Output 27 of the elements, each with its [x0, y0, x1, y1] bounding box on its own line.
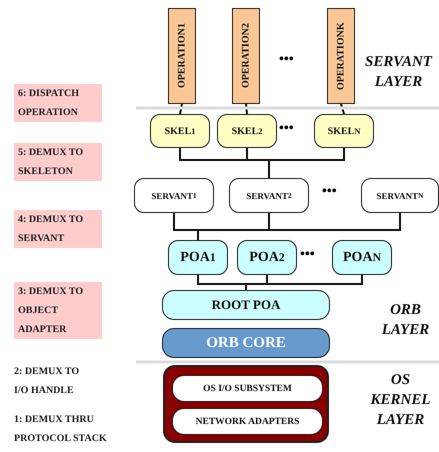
- step-label: 5: DEMUX TO SKELETON: [14, 143, 102, 181]
- root-poa-box: ROOT POA: [162, 290, 330, 320]
- ellipsis-dots: •••: [279, 121, 295, 137]
- connector-line: [245, 275, 363, 290]
- operation-box: OPERATIONK: [327, 8, 355, 104]
- connector-line: [340, 104, 345, 114]
- ellipsis-dots: •••: [300, 247, 316, 263]
- ellipsis-dots: •••: [279, 52, 295, 68]
- layer-label: SERVANT LAYER: [364, 53, 434, 92]
- layer-label: ORB LAYER: [380, 301, 430, 340]
- connector-line: [245, 104, 248, 114]
- connector-line: [197, 213, 401, 240]
- connector-line: [268, 148, 345, 178]
- step-label: 6: DISPATCH OPERATION: [14, 84, 102, 122]
- layer-label: OS KERNEL LAYER: [369, 371, 432, 430]
- step-label: 2: DEMUX TO I/O HANDLE: [14, 365, 80, 398]
- connector-line: [179, 104, 183, 114]
- subsystem-box: NETWORK ADAPTERS: [172, 408, 323, 435]
- os-kernel-box: [163, 365, 329, 443]
- operation-box: OPERATION1: [168, 8, 196, 104]
- step-label: 1: DEMUX THRU PROTOCOL STACK: [14, 413, 108, 446]
- step-label: 3: DEMUX TO OBJECT ADAPTER: [14, 282, 102, 339]
- orb-core-box: ORB CORE: [162, 328, 330, 358]
- subsystem-box: OS I/O SUBSYSTEM: [172, 375, 323, 402]
- ellipsis-dots: •••: [322, 184, 338, 200]
- step-label: 4: DEMUX TO SERVANT: [14, 210, 102, 248]
- operation-box: OPERATION2: [232, 8, 260, 104]
